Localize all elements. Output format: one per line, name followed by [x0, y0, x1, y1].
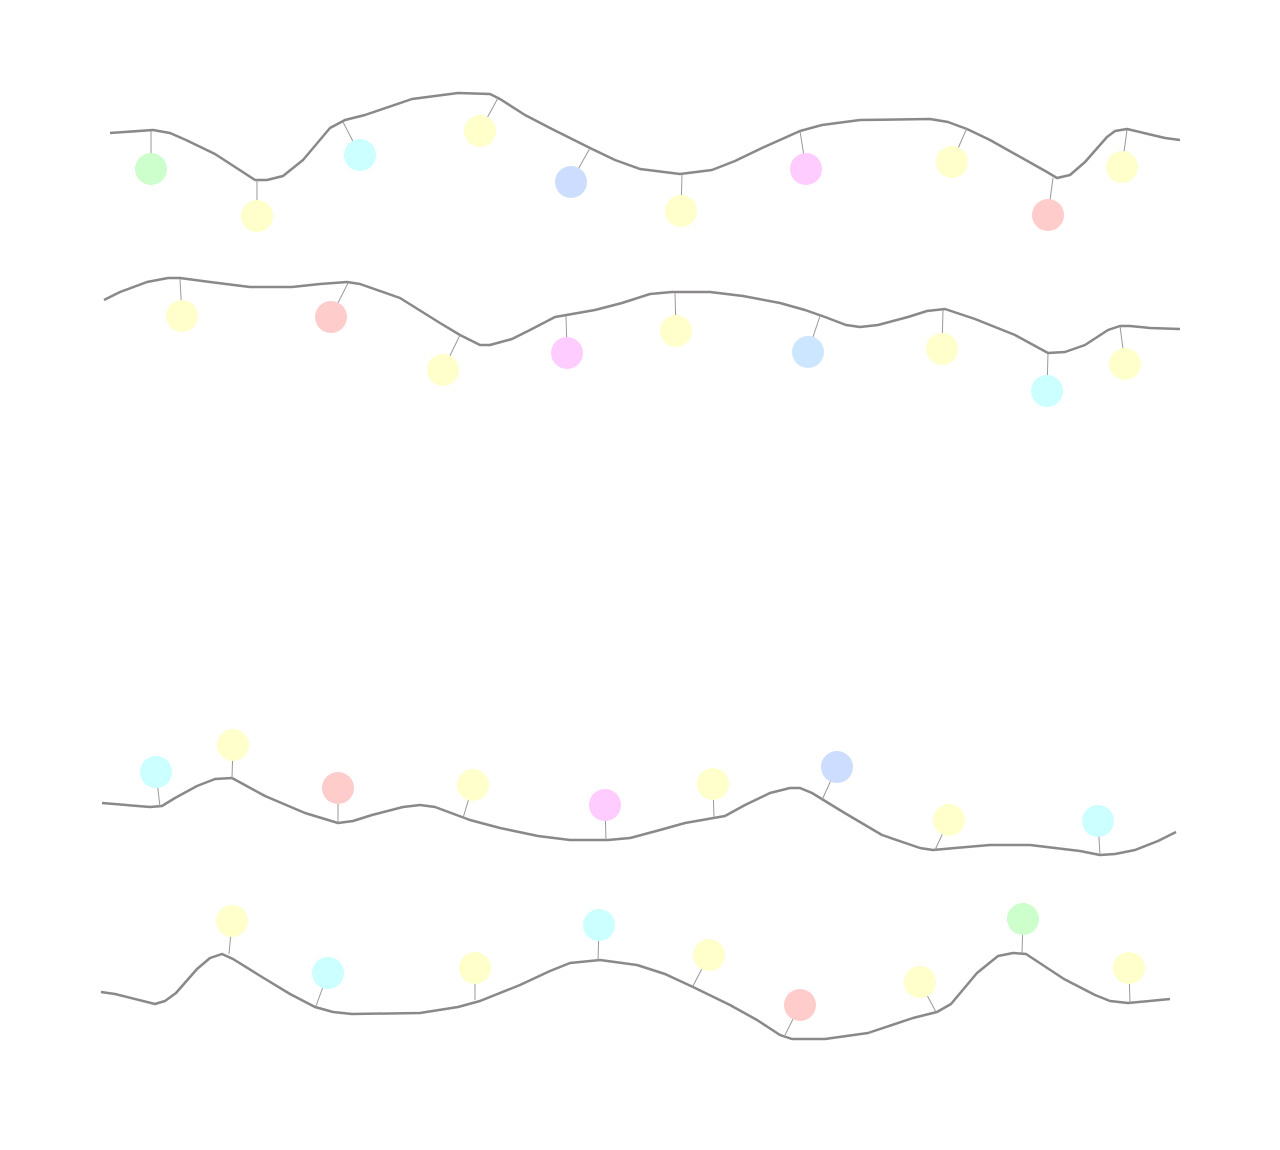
bulb-yellow [166, 278, 198, 332]
bulb-icon [792, 336, 824, 368]
bulb-blue [821, 751, 853, 801]
wire [101, 776, 1177, 857]
bulb-blue [555, 147, 591, 198]
bulb-yellow [665, 173, 697, 227]
bulb-yellow [427, 334, 461, 386]
bulb-cyan [1082, 805, 1114, 856]
bulb-icon [933, 804, 965, 836]
bulb-icon [457, 769, 489, 801]
bulb-icon [427, 354, 459, 386]
bulb-pink [790, 130, 822, 185]
light-string [109, 91, 1181, 232]
bulb-yellow [217, 729, 249, 779]
bulb-icon [216, 905, 248, 937]
wire [100, 951, 1171, 1041]
bulb-cyan [140, 756, 172, 808]
bulb-yellow [692, 939, 725, 987]
bulb-icon [693, 939, 725, 971]
bulb-icon [1031, 375, 1063, 407]
bulb-icon [217, 729, 249, 761]
bulb-icon [665, 195, 697, 227]
bulb-yellow [936, 127, 968, 178]
bulb-yellow [457, 769, 489, 819]
bulb-icon [322, 772, 354, 804]
bulb-red [1032, 177, 1064, 231]
bulb-red [322, 772, 354, 823]
bulb-icon [312, 957, 344, 989]
bulb-yellow [464, 97, 499, 147]
bulb-yellow [216, 905, 248, 955]
wire [103, 276, 1181, 355]
bulb-pink [551, 315, 583, 369]
bulb-yellow [459, 952, 491, 1000]
bulb-icon [1007, 903, 1039, 935]
bulb-icon [904, 966, 936, 998]
bulb-pink [589, 789, 621, 841]
bulb-icon [589, 789, 621, 821]
bulb-icon [140, 756, 172, 788]
bulb-icon [784, 989, 816, 1021]
bulb-red [315, 282, 349, 333]
bulb-icon [583, 909, 615, 941]
bulb-icon [166, 300, 198, 332]
bulb-yellow [926, 309, 958, 365]
bulb-icon [555, 166, 587, 198]
bulb-icon [660, 315, 692, 347]
bulb-red [784, 989, 816, 1036]
bulb-icon [936, 146, 968, 178]
bulb-cyan [1031, 352, 1063, 407]
bulb-cyan [583, 909, 615, 962]
bulb-icon [1032, 199, 1064, 231]
bulb-yellow [904, 966, 937, 1013]
bulb-icon [135, 153, 167, 185]
bulb-icon [697, 768, 729, 800]
bulb-icon [315, 301, 347, 333]
bulb-yellow [660, 292, 692, 347]
bulb-yellow [933, 804, 965, 851]
bulb-icon [926, 333, 958, 365]
bulb-icon [821, 751, 853, 783]
bulb-icon [241, 200, 273, 232]
bulb-icon [790, 153, 822, 185]
bulb-yellow [1113, 952, 1145, 1004]
bulb-light-blue [792, 315, 824, 368]
bulb-yellow [697, 768, 729, 819]
light-string [103, 276, 1181, 407]
bulb-green [1007, 903, 1039, 955]
bulb-icon [1106, 151, 1138, 183]
bulb-green [135, 131, 167, 185]
bulb-icon [551, 337, 583, 369]
bulb-cyan [312, 957, 344, 1007]
bulb-icon [464, 115, 496, 147]
bulb-cyan [342, 121, 376, 171]
bulb-icon [1113, 952, 1145, 984]
bulb-yellow [1109, 325, 1141, 380]
bulb-yellow [1106, 129, 1138, 183]
wire [109, 91, 1181, 182]
light-string [100, 903, 1171, 1041]
light-string [101, 729, 1177, 857]
bulb-icon [344, 139, 376, 171]
bulb-yellow [241, 180, 273, 232]
bulb-icon [1082, 805, 1114, 837]
bulb-icon [459, 952, 491, 984]
bulb-icon [1109, 348, 1141, 380]
